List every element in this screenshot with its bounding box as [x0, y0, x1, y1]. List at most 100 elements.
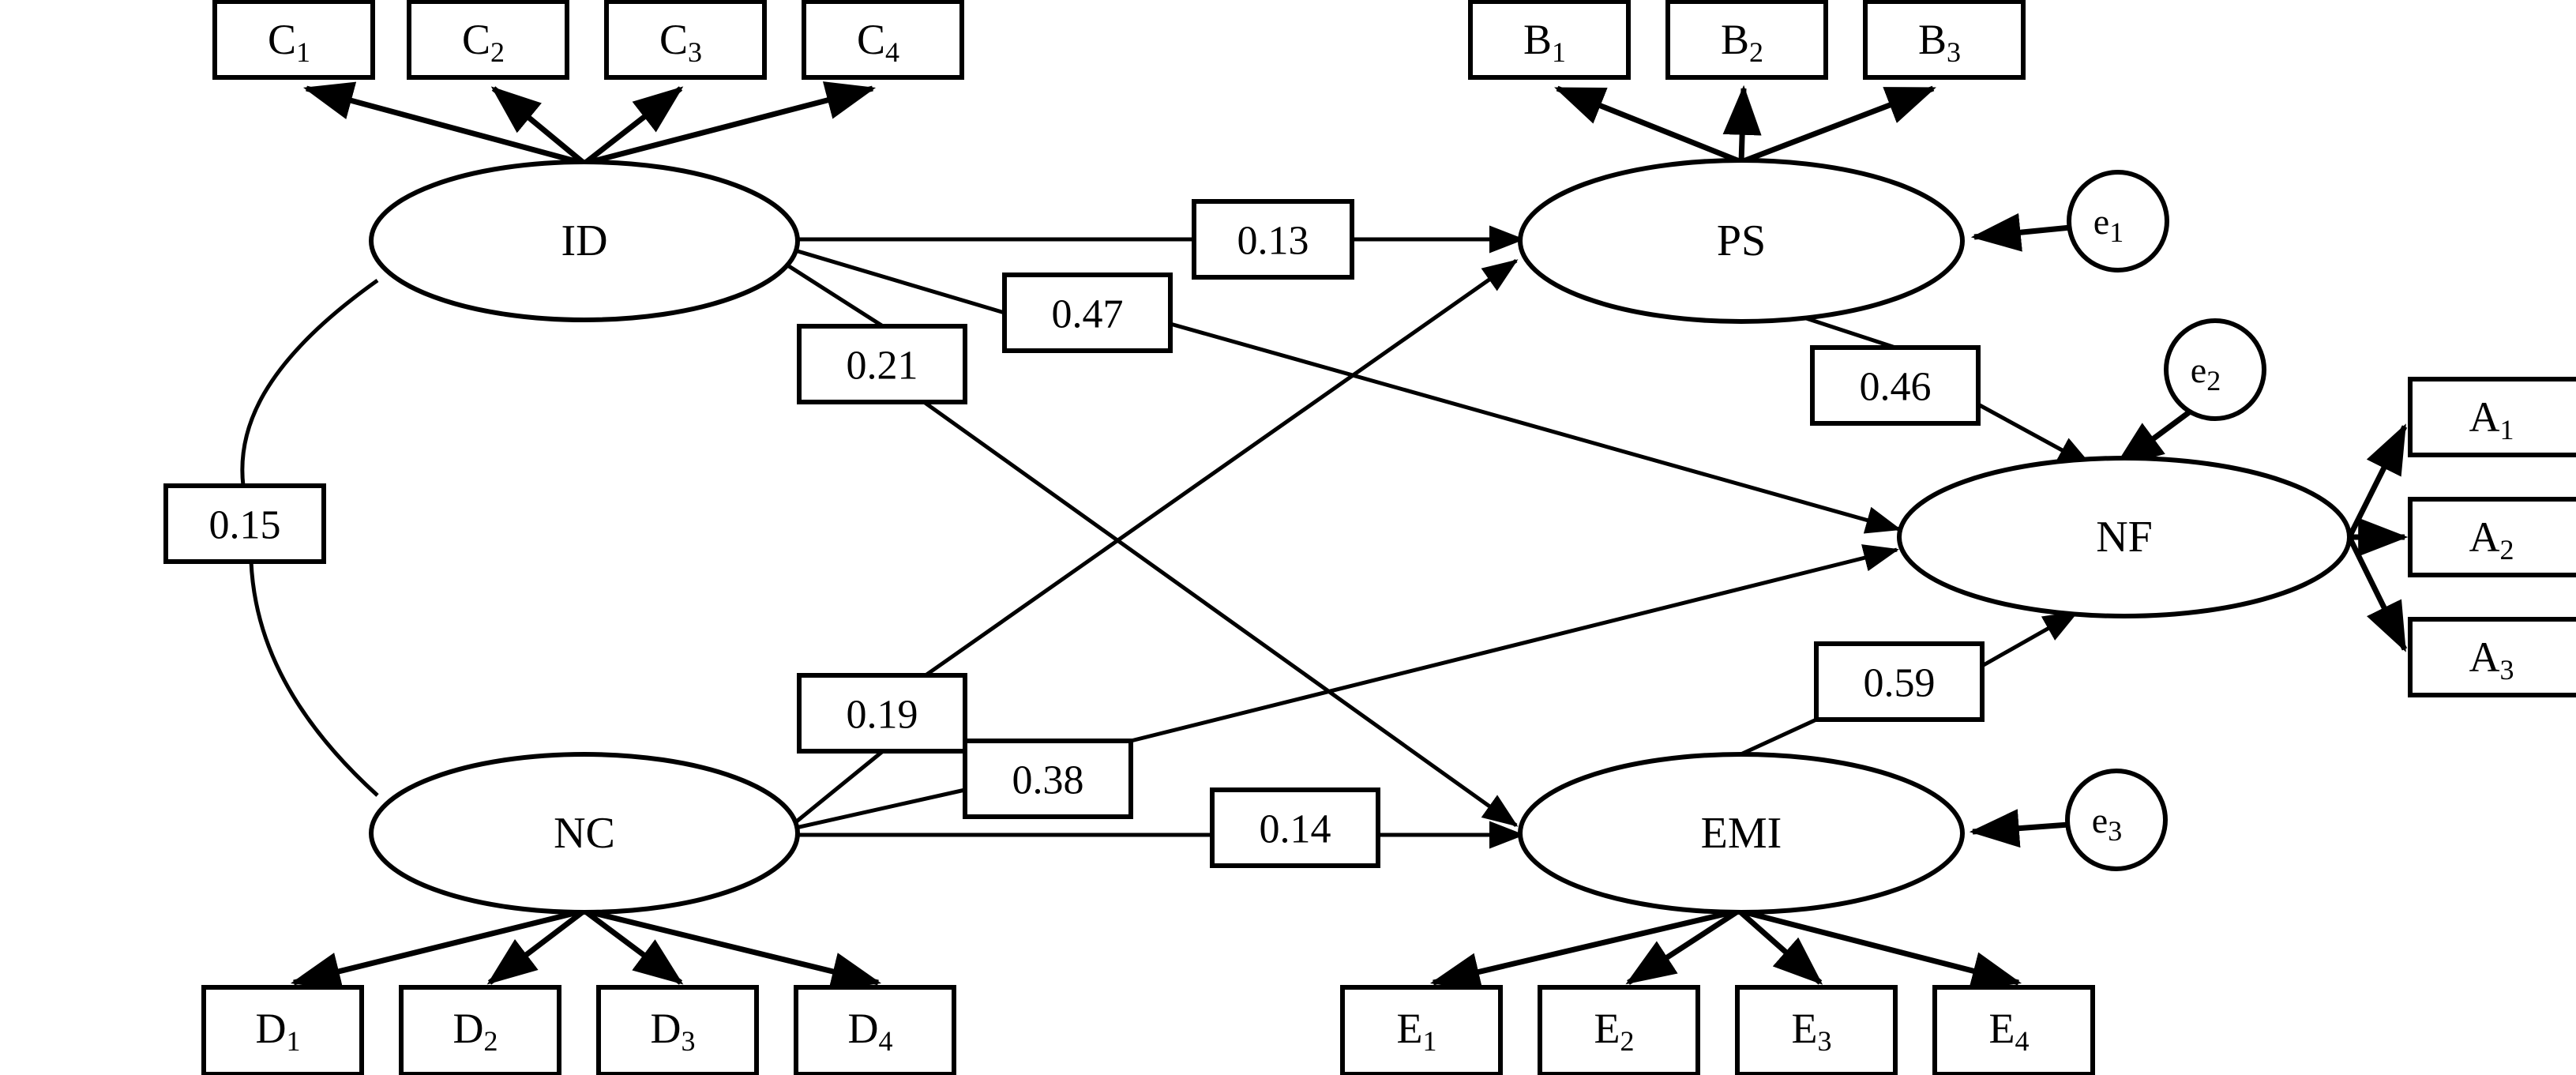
structural-path-emi-nf [1736, 610, 2079, 758]
structural-path-id-emi [779, 258, 1519, 828]
indicator-node-d2[interactable]: D2 [399, 985, 561, 1075]
latent-label-emi: EMI [1701, 809, 1782, 858]
indicator-label-e3: E3 [1792, 1005, 1832, 1057]
indicator-node-d1[interactable]: D1 [201, 985, 364, 1075]
coefficient-box-nc-nf[interactable] [963, 739, 1133, 819]
path-segment-nc-nf-left [795, 787, 966, 830]
path-segment-id-emi-right [922, 400, 1519, 828]
indicator-label-c1: C1 [268, 16, 310, 68]
latent-ellipse-nc[interactable] [369, 752, 800, 915]
indicator-node-a1[interactable]: A1 [2408, 377, 2576, 457]
coefficient-box-id-emi[interactable] [797, 324, 967, 404]
indicator-node-e2[interactable]: E2 [1538, 985, 1700, 1075]
coefficient-box-emi-nf[interactable] [1814, 641, 1985, 722]
indicator-node-d3[interactable]: D3 [596, 985, 759, 1075]
indicator-node-d4[interactable]: D4 [794, 985, 956, 1075]
indicator-node-c4[interactable]: C4 [802, 0, 964, 80]
coefficient-value-nc-ps: 0.19 [847, 693, 918, 738]
coefficient-value-id-nf: 0.47 [1052, 292, 1124, 337]
path-segment-nc-ps-left [792, 750, 884, 825]
indicator-box-d2[interactable] [399, 985, 561, 1075]
indicator-box-c3[interactable] [604, 0, 767, 80]
indicator-node-b3[interactable]: B3 [1863, 0, 2026, 80]
indicator-box-a3[interactable] [2408, 617, 2576, 697]
indicator-node-c2[interactable]: C2 [407, 0, 569, 80]
indicator-box-c4[interactable] [802, 0, 964, 80]
coefficient-node-id-nc[interactable]: 0.15 [163, 483, 326, 564]
coefficient-node-id-emi[interactable]: 0.21 [797, 324, 967, 404]
coefficient-node-nc-nf[interactable]: 0.38 [963, 739, 1133, 819]
error-nodes: e1 e2 e3 [2065, 170, 2266, 871]
coefficient-value-id-nc: 0.15 [209, 503, 281, 548]
indicator-box-c1[interactable] [212, 0, 375, 80]
loading-arrow-nf-a3 [2346, 536, 2408, 652]
coefficient-node-nc-ps[interactable]: 0.19 [797, 673, 967, 754]
coefficient-box-nc-ps[interactable] [797, 673, 967, 754]
coefficient-node-ps-nf[interactable]: 0.46 [1810, 345, 1981, 426]
indicator-box-a2[interactable] [2408, 497, 2576, 577]
latent-label-id: ID [561, 216, 607, 265]
latent-node-id[interactable]: ID [369, 160, 800, 322]
latent-node-ps[interactable]: PS [1518, 158, 1965, 324]
error-node-e3[interactable]: e3 [2065, 769, 2168, 871]
indicator-label-d3: D3 [651, 1005, 696, 1057]
coefficient-node-nc-emi[interactable]: 0.14 [1210, 787, 1380, 868]
indicator-node-e3[interactable]: E3 [1735, 985, 1898, 1075]
indicator-box-b3[interactable] [1863, 0, 2026, 80]
latent-node-nc[interactable]: NC [369, 752, 800, 915]
latent-ellipse-nf[interactable] [1897, 456, 2352, 618]
loading-arrow-nc-d2 [486, 908, 587, 985]
loading-arrows-nc [290, 908, 882, 990]
coefficient-box-id-nc[interactable] [163, 483, 326, 564]
indicator-node-c1[interactable]: C1 [212, 0, 375, 80]
latent-ellipse-ps[interactable] [1518, 158, 1965, 324]
indicator-box-e2[interactable] [1538, 985, 1700, 1075]
indicator-node-c3[interactable]: C3 [604, 0, 767, 80]
latent-ellipse-emi[interactable] [1518, 752, 1965, 915]
indicator-box-c2[interactable] [407, 0, 569, 80]
coefficient-node-id-nf[interactable]: 0.47 [1002, 273, 1173, 353]
coefficient-box-id-ps[interactable] [1192, 199, 1354, 280]
loading-arrow-ps-b3 [1740, 85, 1936, 165]
indicator-box-b2[interactable] [1665, 0, 1828, 80]
loading-arrows-id [302, 81, 877, 167]
coefficient-box-nc-emi[interactable] [1210, 787, 1380, 868]
indicator-box-e1[interactable] [1340, 985, 1503, 1075]
indicator-box-e4[interactable] [1932, 985, 2095, 1075]
loading-arrow-emi-e4 [1738, 908, 2022, 990]
latent-node-nf[interactable]: NF [1897, 456, 2352, 618]
coefficient-node-id-ps[interactable]: 0.13 [1192, 199, 1354, 280]
indicator-label-a1: A1 [2469, 393, 2514, 445]
error-arrow-e3-emi [1969, 809, 2070, 848]
indicator-node-a2[interactable]: A2 [2408, 497, 2576, 577]
indicator-node-b1[interactable]: B1 [1468, 0, 1631, 80]
coefficient-box-id-nf[interactable] [1002, 273, 1173, 353]
indicator-box-d1[interactable] [201, 985, 364, 1075]
error-circle-e2[interactable] [2164, 318, 2266, 421]
latent-node-emi[interactable]: EMI [1518, 752, 1965, 915]
error-circle-e3[interactable] [2065, 769, 2168, 871]
latent-ellipse-id[interactable] [369, 160, 800, 322]
indicator-node-b2[interactable]: B2 [1665, 0, 1828, 80]
indicator-box-d3[interactable] [596, 985, 759, 1075]
indicator-label-d2: D2 [453, 1005, 498, 1057]
indicator-box-a1[interactable] [2408, 377, 2576, 457]
indicator-label-a3: A3 [2469, 633, 2514, 686]
indicator-node-a3[interactable]: A3 [2408, 617, 2576, 697]
loading-arrows-nf [2346, 423, 2409, 652]
loading-arrow-ps-b2 [1722, 85, 1762, 163]
indicator-node-e1[interactable]: E1 [1340, 985, 1503, 1075]
indicator-box-e3[interactable] [1735, 985, 1898, 1075]
coefficient-labels: 0.13 0.47 0.21 0.19 0.38 0.14 0.46 [163, 199, 1985, 868]
coefficient-box-ps-nf[interactable] [1810, 345, 1981, 426]
indicator-node-e4[interactable]: E4 [1932, 985, 2095, 1075]
indicator-nodes: C1 C2 C3 C4 B1 B2 B3 A1 [201, 0, 2576, 1075]
error-node-e1[interactable]: e1 [2067, 170, 2169, 273]
indicator-box-b1[interactable] [1468, 0, 1631, 80]
coefficient-node-emi-nf[interactable]: 0.59 [1814, 641, 1985, 722]
error-circle-e1[interactable] [2067, 170, 2169, 273]
error-label-e3: e3 [2092, 800, 2122, 848]
indicator-box-d4[interactable] [794, 985, 956, 1075]
error-node-e2[interactable]: e2 [2164, 318, 2266, 421]
